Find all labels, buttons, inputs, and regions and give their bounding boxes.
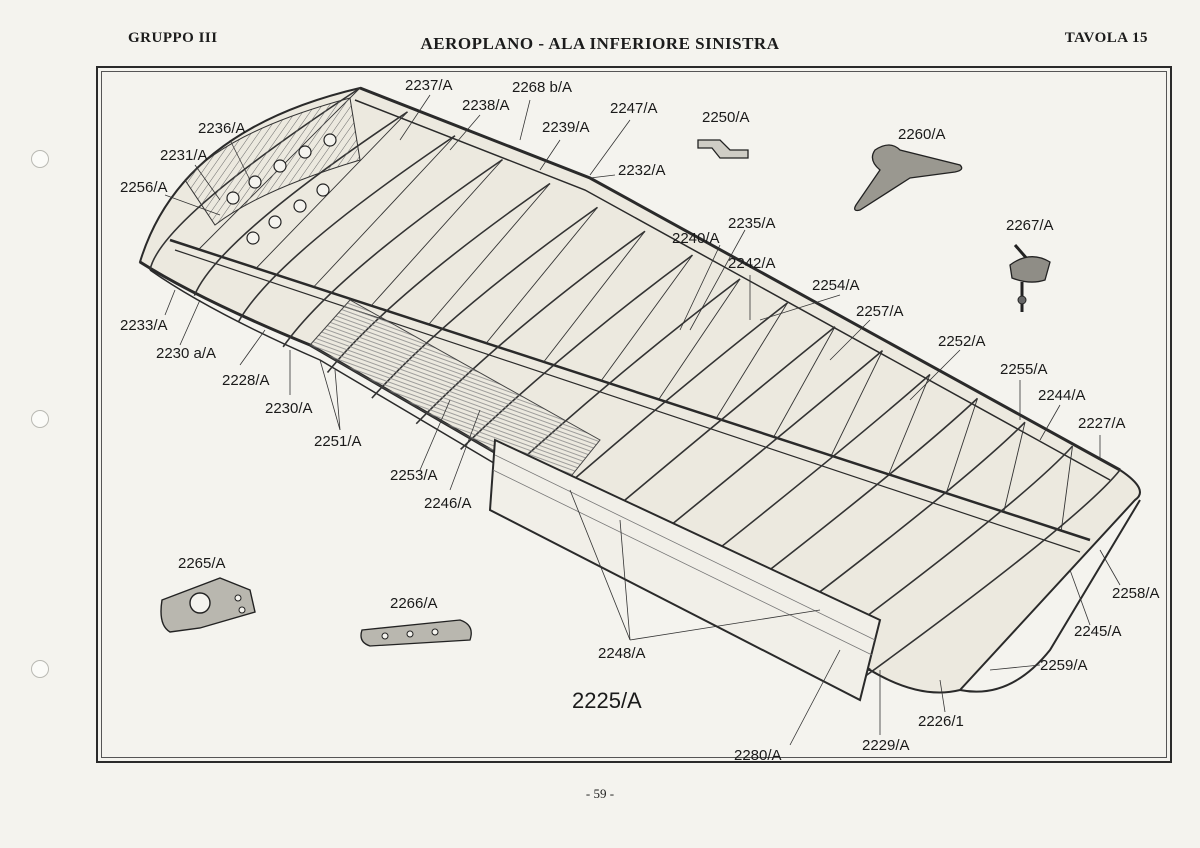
rib-diagonal (543, 230, 646, 363)
wing-rib (193, 111, 408, 296)
rib-diagonal (888, 374, 931, 475)
binder-hole (31, 150, 49, 168)
drawing-frame (96, 66, 1172, 763)
wing-structure (138, 86, 1141, 694)
wing-tip (959, 499, 1141, 693)
wing-rib (238, 135, 456, 322)
part-labels: 2237/A 2268 b/A 2238/A 2239/A 2247/A 225… (120, 77, 1160, 764)
part-label: 2246/A (424, 495, 472, 512)
part-label: 2257/A (856, 303, 904, 320)
wing-rib (726, 397, 979, 604)
part-label: 2250/A (702, 109, 750, 126)
leader-lines (164, 94, 1121, 746)
rib-diagonal (773, 326, 836, 438)
assembly-label: 2225/A (572, 688, 642, 713)
part-label: 2232/A (618, 162, 666, 179)
rib-diagonal (1060, 446, 1073, 531)
rib-diagonal (945, 398, 978, 494)
part-label: 2268 b/A (512, 79, 572, 96)
part-label: 2230 a/A (156, 345, 216, 362)
fitting-2250 (697, 139, 749, 159)
part-label: 2259/A (1040, 657, 1088, 674)
part-label: 2254/A (812, 277, 860, 294)
part-label: 2226/1 (918, 713, 964, 730)
aileron-panel (488, 438, 882, 702)
part-label: 2280/A (734, 747, 782, 764)
part-label: 2240/A (672, 230, 720, 247)
part-label: 2229/A (862, 737, 910, 754)
rib-diagonal (658, 278, 741, 400)
part-label: 2252/A (938, 333, 986, 350)
part-label: 2227/A (1078, 415, 1126, 432)
binder-hole (31, 660, 49, 678)
rib-diagonal (715, 302, 788, 419)
rib-diagonal (600, 254, 693, 381)
rib-diagonal (1003, 422, 1026, 512)
part-label: 2267/A (1006, 217, 1054, 234)
group-label: GRUPPO III (128, 30, 218, 46)
part-label: 2237/A (405, 77, 453, 94)
part-label: 2238/A (462, 97, 510, 114)
part-label: 2239/A (542, 119, 590, 136)
page-number: - 59 - (585, 786, 615, 801)
part-label: 2230/A (265, 400, 313, 417)
part-label: 2233/A (120, 317, 168, 334)
root-rib-holes (226, 133, 337, 245)
wing-rib (637, 350, 884, 553)
part-label: 2251/A (314, 433, 362, 450)
plate-title: AEROPLANO - ALA INFERIORE SINISTRA (420, 34, 780, 53)
wing-rib (593, 326, 836, 527)
binder-hole (31, 410, 49, 428)
fitting-2265 (160, 577, 256, 633)
part-label: 2260/A (898, 126, 946, 143)
part-label: 2244/A (1038, 387, 1086, 404)
part-label: 2242/A (728, 255, 776, 272)
part-label: 2228/A (222, 372, 270, 389)
wing-rib (282, 158, 503, 348)
wing-rib (548, 302, 788, 502)
rib-diagonal (255, 111, 408, 269)
part-label: 2245/A (1074, 623, 1122, 640)
part-label: 2236/A (198, 120, 246, 137)
part-label: 2266/A (390, 595, 438, 612)
wing-rib (859, 469, 1121, 681)
rib-diagonal (370, 159, 503, 306)
part-label: 2235/A (728, 215, 776, 232)
wing-rib (682, 373, 931, 579)
part-label: 2256/A (120, 179, 168, 196)
plate-number: TAVOLA 15 (1064, 30, 1148, 46)
part-label: 2255/A (1000, 361, 1048, 378)
part-label: 2248/A (598, 645, 646, 662)
part-label: 2231/A (160, 147, 208, 164)
fitting-2267 (1009, 244, 1051, 312)
rib-diagonal (830, 350, 883, 456)
part-label: 2253/A (390, 467, 438, 484)
fitting-2266 (360, 619, 472, 647)
part-label: 2247/A (610, 100, 658, 117)
part-label: 2265/A (178, 555, 226, 572)
part-label: 2258/A (1112, 585, 1160, 602)
rib-diagonal (428, 183, 551, 325)
fitting-2260 (854, 144, 963, 212)
rib-diagonal (313, 135, 456, 288)
rib-diagonal (485, 207, 598, 344)
